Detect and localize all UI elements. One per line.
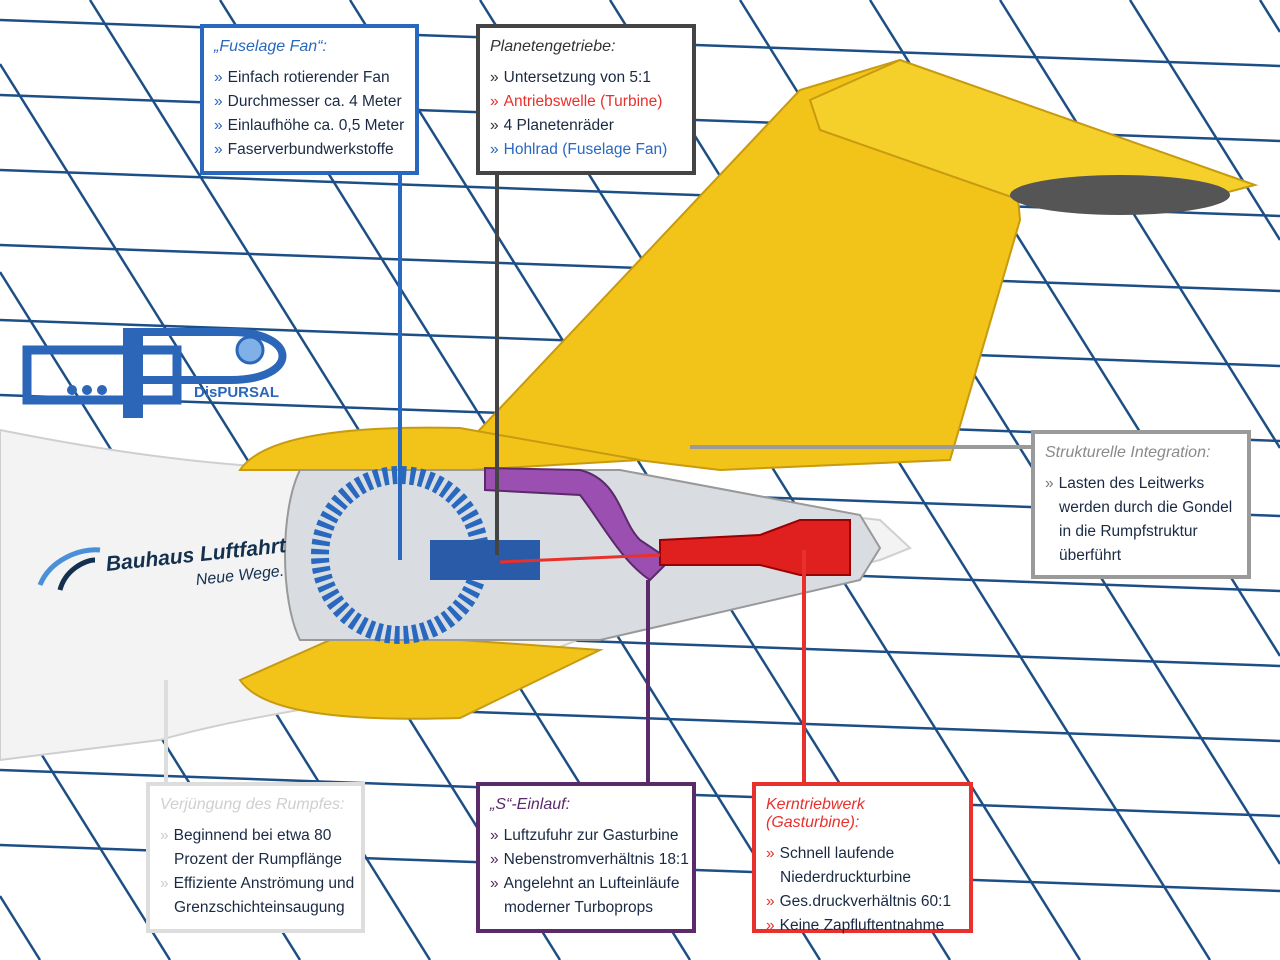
inlet-callout-title: „S“-Einlauf: [490,796,571,813]
tail-opening [1010,175,1230,215]
callout-list-item: »Luftzufuhr zur Gasturbine [490,824,682,848]
bullet-icon: » [490,875,499,892]
callout-list-item: »Einfach rotierender Fan [214,66,405,90]
callout-item-text: Effiziente Anströmung und [173,875,355,892]
core-callout-title: Kerntriebwerk (Gasturbine): [766,796,865,831]
callout-list-item: »Einlaufhöhe ca. 0,5 Meter [214,114,405,138]
callout-list-item: »Keine Zapfluftentnahme [766,914,959,938]
callout-list-item: in die Rumpfstruktur [1045,520,1237,544]
callout-list-item: Prozent der Rumpflänge [160,848,351,872]
core-engine-callout: Kerntriebwerk (Gasturbine):»Schnell lauf… [752,782,973,934]
callout-list-item: überführt [1045,544,1237,568]
grid-line [1128,0,1280,241]
bullet-icon: » [490,141,499,158]
bullet-icon: » [490,851,499,868]
callout-list-item: »4 Planetenräder [490,114,682,138]
bullet-icon: » [214,117,223,134]
callout-item-text: Einfach rotierender Fan [227,69,390,86]
callout-item-text: Faserverbundwerkstoffe [227,141,394,158]
bullet-icon: » [160,875,169,892]
callout-item-text: Hohlrad (Fuselage Fan) [503,141,668,158]
taper-callout-title: Verjüngung des Rumpfes: [160,796,345,813]
callout-list-item: Niederdruckturbine [766,866,959,890]
grid-line [1258,0,1280,33]
bullet-icon: » [490,827,499,844]
grid-line [998,0,1280,449]
planetary-gearbox-callout: Planetengetriebe:»Untersetzung von 5:1»A… [476,24,696,175]
callout-item-text: Nebenstromverhältnis 18:1 [503,851,689,868]
callout-list-item: »Lasten des Leitwerks [1045,472,1237,496]
bullet-icon: » [1045,475,1054,492]
callout-item-text: Antriebswelle (Turbine) [503,93,663,110]
structural-integration-callout: Strukturelle Integration: »Lasten des Lei… [1031,430,1251,579]
bullet-icon: » [214,141,223,158]
fuselage-taper-callout: Verjüngung des Rumpfes:»Beginnend bei et… [146,782,365,933]
engine-cutaway [284,469,882,641]
callout-list-item: Grenzschichteinsaugung [160,896,351,920]
callout-list-item: »Hohlrad (Fuselage Fan) [490,138,682,162]
drive-shaft [499,553,661,564]
bauhaus-logo-swoosh-icon [37,547,101,591]
callout-list-item: »Angelehnt an Lufteinläufe [490,872,682,896]
callout-item-text: Niederdruckturbine [780,869,911,886]
callout-item-text: Beginnend bei etwa 80 [173,827,332,844]
bullet-icon: » [160,827,169,844]
callout-item-text: in die Rumpfstruktur [1059,523,1198,540]
bullet-icon: » [490,117,499,134]
callout-list-item: »Untersetzung von 5:1 [490,66,682,90]
s-inlet-duct [484,466,672,582]
callout-list-item: »Effiziente Anströmung und [160,872,354,896]
callout-list-item: »Antriebswelle (Turbine) [490,90,682,114]
callout-item-text: Schnell laufende [779,845,895,862]
bullet-icon: » [214,93,223,110]
bullet-icon: » [766,893,775,910]
callout-list-item: »Ges.druckverhältnis 60:1 [766,890,959,914]
callout-item-text: überführt [1059,547,1122,564]
s-inlet-callout: „S“-Einlauf:»Luftzufuhr zur Gasturbine»N… [476,782,696,933]
bullet-icon: » [490,93,499,110]
callout-item-text: 4 Planetenräder [503,117,614,134]
dispursal-logo [22,328,287,418]
fuselage-fan-callout: „Fuselage Fan“:»Einfach rotierender Fan»… [200,24,419,175]
struct-callout-title: Strukturelle Integration: [1045,444,1211,461]
callout-item-text: Keine Zapfluftentnahme [779,917,945,934]
dispursal-wordmark: DisPURSAL [194,384,280,401]
callout-item-text: Grenzschichteinsaugung [174,899,345,916]
grid-line [0,895,42,960]
nacelle-lower [238,639,604,720]
callout-list-item: »Faserverbundwerkstoffe [214,138,405,162]
bullet-icon: » [766,845,775,862]
grid-line [608,0,1212,960]
bullet-icon: » [214,69,223,86]
callout-list-item: »Schnell laufende [766,842,959,866]
callout-item-text: Ges.druckverhältnis 60:1 [779,893,952,910]
callout-list-item: »Nebenstromverhältnis 18:1 [490,848,689,872]
callout-list-item: moderner Turboprops [490,896,682,920]
nacelle-upper [238,426,641,471]
callout-item-text: Prozent der Rumpflänge [174,851,343,868]
callout-item-text: Einlaufhöhe ca. 0,5 Meter [227,117,405,134]
callout-item-text: werden durch die Gondel [1059,499,1233,516]
fan-callout-title: „Fuselage Fan“: [214,38,327,55]
bullet-icon: » [766,917,775,934]
bullet-icon: » [490,69,499,86]
callout-item-text: Luftzufuhr zur Gasturbine [503,827,679,844]
planet-callout-title: Planetengetriebe: [490,38,616,55]
callout-item-text: moderner Turboprops [504,899,654,916]
callout-list-item: »Durchmesser ca. 4 Meter [214,90,405,114]
callout-list-item: »Beginnend bei etwa 80 [160,824,351,848]
callout-list-item: werden durch die Gondel [1045,496,1237,520]
callout-item-text: Angelehnt an Lufteinläufe [503,875,680,892]
callout-item-text: Untersetzung von 5:1 [503,69,651,86]
callout-item-text: Lasten des Leitwerks [1058,475,1205,492]
callout-item-text: Durchmesser ca. 4 Meter [227,93,402,110]
